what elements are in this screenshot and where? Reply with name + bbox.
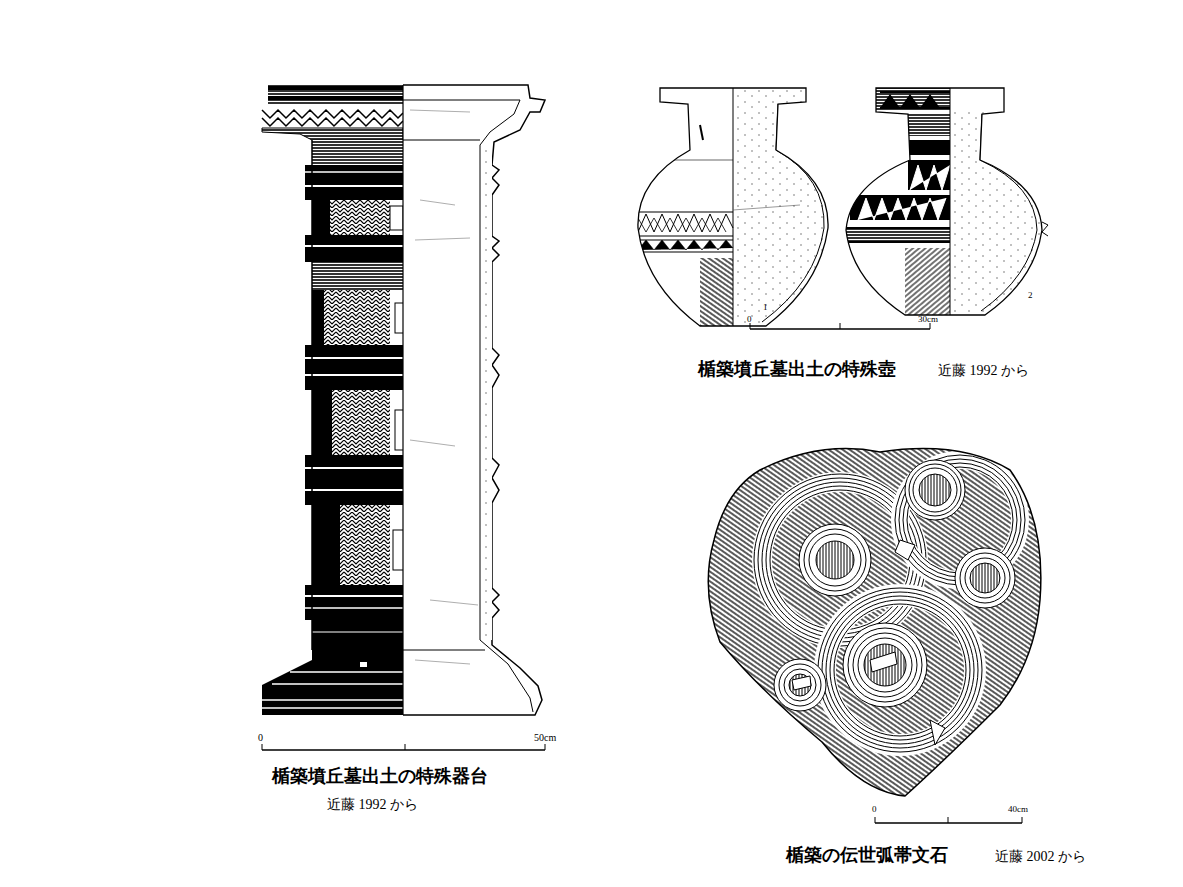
figure-caption: 楯築墳丘墓出土の特殊壺: [698, 360, 896, 380]
figure-caption: 楯築墳丘墓出土の特殊器台: [272, 767, 488, 787]
source-citation: 近藤 1992 から: [327, 797, 418, 812]
source-citation: 近藤 2002 から: [995, 849, 1086, 864]
figure-number: 1: [763, 303, 768, 313]
scale-number: 0: [872, 805, 877, 815]
scale-number: 40cm: [1008, 805, 1028, 815]
source-citation: 近藤 1992 から: [938, 363, 1029, 378]
arc-band-stone: [700, 440, 1050, 823]
vessel-stand: [262, 85, 545, 750]
figure-caption: 楯築の伝世弧帯文石: [786, 846, 948, 866]
special-jars: [630, 85, 1050, 330]
scale-number: 30cm: [918, 315, 938, 325]
figure-number: 2: [1028, 291, 1033, 301]
scale-number: 0: [747, 315, 752, 325]
scale-number: 50cm: [534, 732, 556, 743]
scale-number: 0: [258, 732, 263, 743]
